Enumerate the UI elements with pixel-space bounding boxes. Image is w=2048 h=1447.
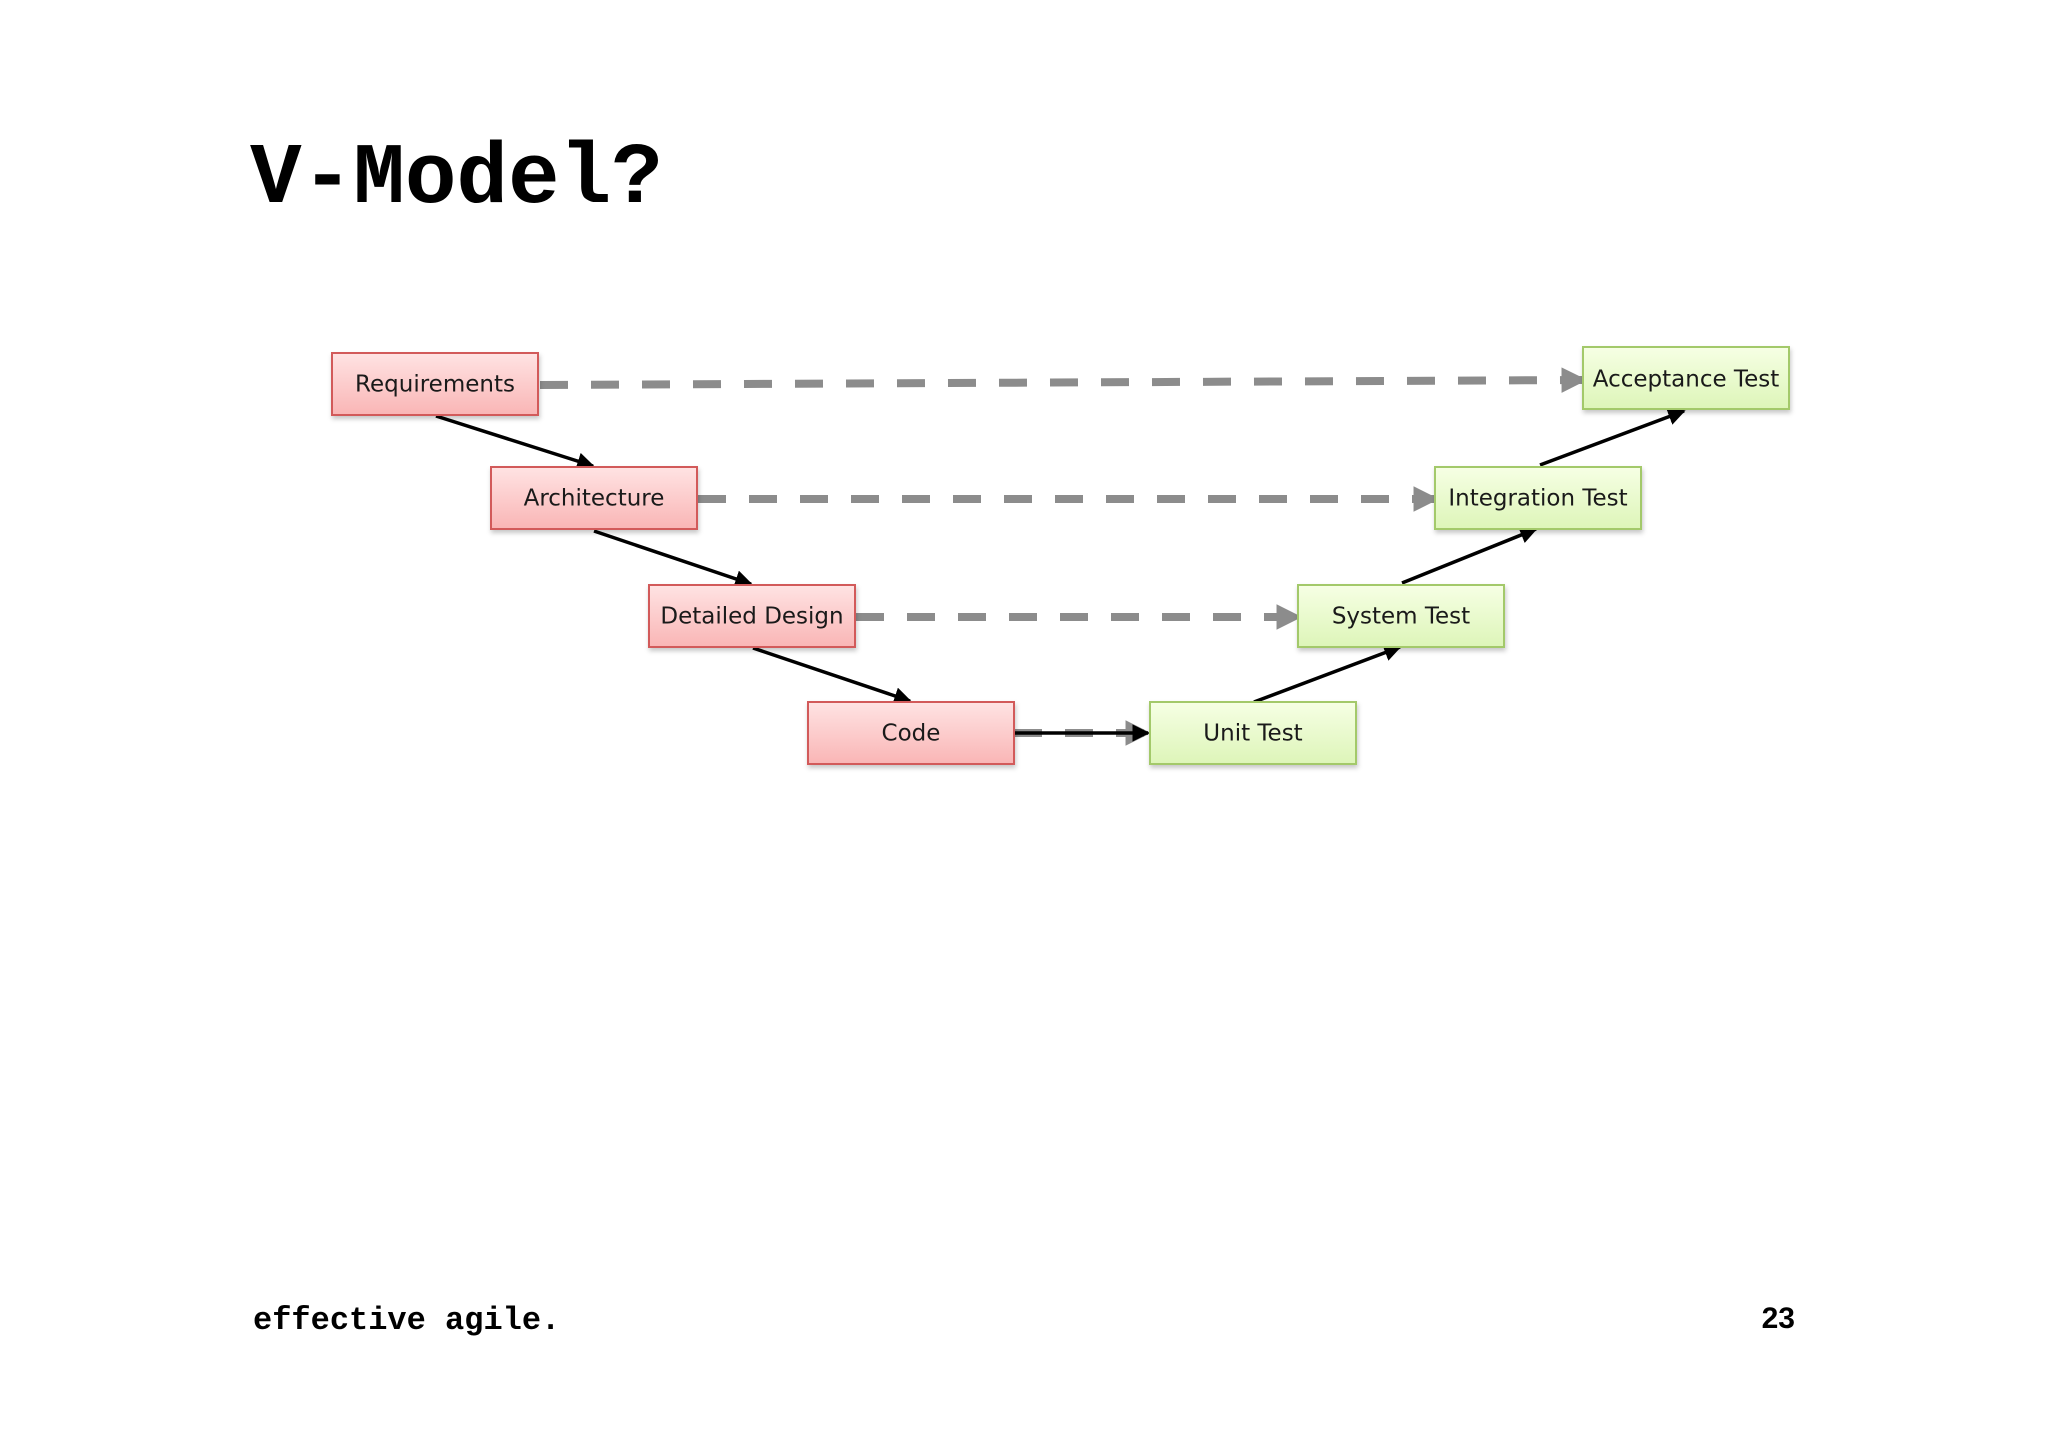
arrow-integration-test-to-acceptance-test [1539,408,1686,467]
box-label-system-test: System Test [1332,604,1470,630]
arrow-unit-test-to-system-test [1253,644,1402,704]
box-label-unit-test: Unit Test [1203,721,1302,747]
dashed-arrow-requirements-acceptance [539,367,1588,393]
dashed-arrows [539,367,1588,746]
solid-arrows [435,408,1686,742]
development-phases: Requirements Architecture Detailed Desig… [331,352,1015,765]
box-label-acceptance-test: Acceptance Test [1593,367,1779,393]
slide-title: V-Model? [250,130,663,228]
arrow-requirements-to-architecture [435,414,595,470]
footer-brand: effective agile. [253,1302,561,1339]
arrow-system-test-to-integration-test [1401,526,1538,585]
page-number: 23 [1761,1302,1795,1335]
box-architecture: Architecture [490,466,698,530]
box-unit-test: Unit Test [1149,701,1357,765]
box-label-integration-test: Integration Test [1448,486,1627,512]
box-detailed-design: Detailed Design [648,584,856,648]
box-code: Code [807,701,1015,765]
testing-phases: Unit Test System Test Integration Test A… [1149,346,1790,765]
box-acceptance-test: Acceptance Test [1582,346,1790,410]
box-label-architecture: Architecture [524,486,665,512]
box-integration-test: Integration Test [1434,466,1642,530]
arrow-detailed-design-to-code [752,646,912,705]
box-label-detailed-design: Detailed Design [660,604,843,630]
box-system-test: System Test [1297,584,1505,648]
box-label-requirements: Requirements [355,372,515,398]
box-requirements: Requirements [331,352,539,416]
arrow-architecture-to-detailed-design [593,529,753,588]
box-label-code: Code [882,721,941,747]
